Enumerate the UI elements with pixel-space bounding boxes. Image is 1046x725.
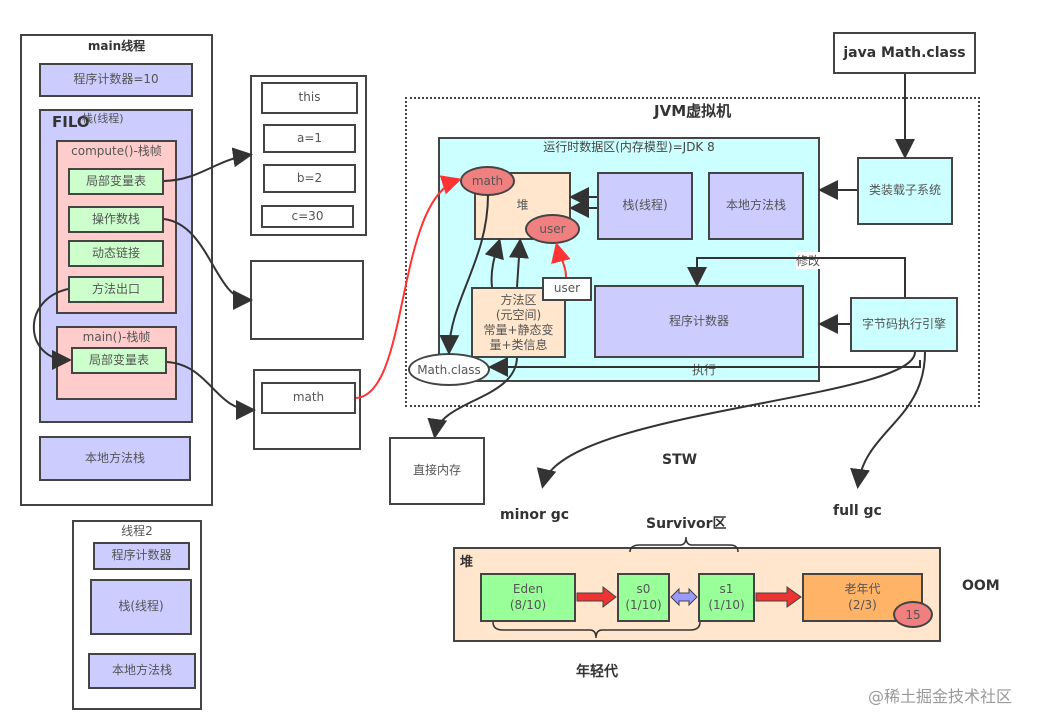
direct-memory: 直接内存: [389, 437, 485, 505]
jvm-stack: 栈(线程): [597, 172, 693, 240]
s0-ratio: (1/10): [625, 597, 662, 612]
math-class-label: Math.class: [417, 362, 481, 377]
class-loader: 类装载子系统: [857, 157, 953, 225]
method-area-line-4: 量+类信息: [489, 337, 548, 352]
s0-label: s0: [636, 581, 651, 596]
user-ref-label: user: [553, 281, 581, 296]
operand-stack-box: [250, 260, 364, 340]
thread2-stack-label: 栈(线程): [118, 599, 164, 614]
class-loader-label: 类装载子系统: [868, 183, 941, 198]
age-threshold-badge: 15: [893, 601, 933, 628]
compute-local-vars: 局部变量表: [68, 168, 164, 195]
thread2-pc-label: 程序计数器: [111, 548, 172, 563]
eden-ratio: (8/10): [509, 597, 547, 612]
filo-label: FILO: [52, 113, 90, 131]
runtime-data-area-title: 运行时数据区(内存模型)=JDK 8: [543, 140, 715, 154]
watermark: @稀土掘金技术社区: [868, 687, 1013, 706]
compute-operand-stack-label: 操作数栈: [91, 211, 140, 226]
local-var-c: c=30: [261, 205, 354, 228]
class-file-box: java Math.class: [833, 32, 976, 74]
class-file-label: java Math.class: [843, 44, 966, 61]
main-pc-label: 程序计数器=10: [73, 72, 159, 87]
compute-local-vars-label: 局部变量表: [85, 173, 146, 188]
s1-space: s1(1/10): [698, 573, 755, 622]
main-local-math-label: math: [292, 390, 325, 405]
survivor-label: Survivor区: [646, 516, 727, 532]
heap-object-user-label: user: [539, 222, 566, 236]
main-local-math: math: [261, 382, 356, 414]
local-var-b-label: b=2: [296, 170, 323, 185]
local-var-this-label: this: [298, 90, 321, 105]
modify-label: 修改: [796, 252, 821, 269]
heap-object-math: math: [460, 166, 515, 196]
age-threshold-label: 15: [905, 607, 921, 622]
s1-label: s1: [719, 581, 734, 596]
main-stack-label: 栈(线程): [82, 112, 124, 125]
jvm-pc-label: 程序计数器: [668, 313, 729, 328]
local-var-a-label: a=1: [296, 130, 323, 145]
thread2-stack: 栈(线程): [90, 579, 192, 635]
jvm-stack-label: 栈(线程): [622, 198, 668, 213]
method-area-line-3: 常量+静态变: [483, 322, 554, 337]
local-var-b: b=2: [263, 164, 356, 193]
stw-label: STW: [662, 452, 698, 468]
exec-engine: 字节码执行引擎: [850, 297, 958, 352]
local-var-a: a=1: [263, 124, 356, 153]
user-ref-box: user: [542, 277, 592, 301]
heap-object-user: user: [525, 214, 580, 244]
compute-dynamic-link-label: 动态链接: [91, 245, 140, 260]
jvm-title: JVM虚拟机: [654, 102, 732, 120]
thread2-title: 线程2: [121, 524, 153, 538]
minor-gc-label: minor gc: [500, 507, 570, 523]
thread2-native-stack-label: 本地方法栈: [111, 663, 172, 678]
method-area-line-2: (元空间): [495, 307, 542, 322]
jvm-native-stack-label: 本地方法栈: [725, 198, 786, 213]
jvm-pc: 程序计数器: [594, 285, 804, 358]
execute-label: 执行: [692, 363, 717, 377]
jvm-heap-label: 堆: [516, 198, 529, 213]
compute-operand-stack: 操作数栈: [68, 206, 164, 233]
old-gen-ratio: (2/3): [848, 597, 877, 612]
thread2-pc: 程序计数器: [93, 542, 190, 570]
local-var-this: this: [261, 82, 358, 114]
oom-label: OOM: [962, 578, 1000, 594]
compute-frame-title: compute()-栈帧: [71, 144, 162, 158]
gc-heap-label: 堆: [460, 555, 474, 570]
thread2-native-stack: 本地方法栈: [88, 653, 196, 689]
main-native-stack: 本地方法栈: [39, 436, 191, 481]
main-native-stack-label: 本地方法栈: [84, 450, 145, 465]
s1-ratio: (1/10): [708, 597, 745, 612]
old-gen-label: 老年代: [844, 581, 881, 596]
method-area-line-1: 方法区: [500, 292, 537, 307]
full-gc-label: full gc: [833, 503, 882, 519]
heap-object-math-label: math: [471, 174, 504, 188]
direct-memory-label: 直接内存: [412, 463, 461, 478]
compute-return-address-label: 方法出口: [91, 281, 140, 296]
s0-space: s0(1/10): [617, 573, 670, 622]
young-gen-label: 年轻代: [576, 664, 618, 680]
exec-engine-label: 字节码执行引擎: [861, 316, 946, 331]
compute-dynamic-link: 动态链接: [68, 240, 164, 267]
compute-return-address: 方法出口: [68, 276, 164, 303]
local-var-c-label: c=30: [291, 208, 324, 223]
main-local-vars-label: 局部变量表: [88, 352, 149, 367]
main-frame-title: main()-栈帧: [82, 330, 151, 344]
eden-space: Eden(8/10): [480, 573, 576, 622]
jvm-native-stack: 本地方法栈: [708, 172, 804, 240]
main-local-vars: 局部变量表: [71, 347, 167, 374]
math-class-ellipse: Math.class: [408, 353, 490, 386]
main-thread-title: main线程: [87, 39, 146, 53]
main-pc: 程序计数器=10: [39, 63, 193, 97]
eden-label: Eden: [512, 581, 544, 596]
